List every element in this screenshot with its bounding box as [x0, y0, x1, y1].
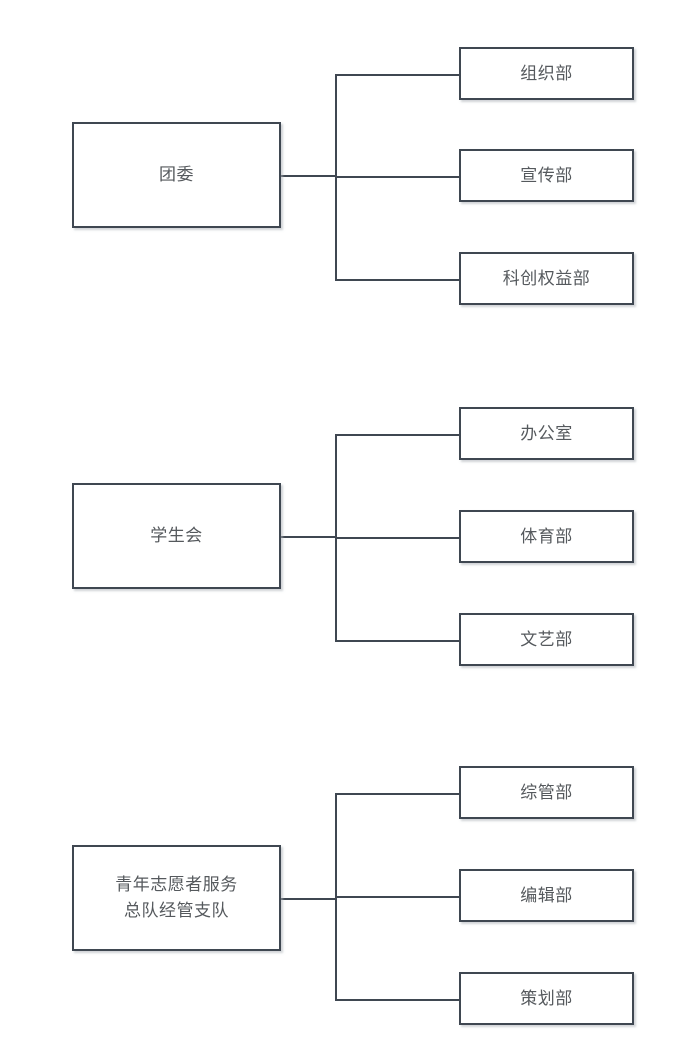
org-node-label: 宣传部 — [520, 165, 573, 186]
org-node-parent[interactable]: 青年志愿者服务 总队经管支队 — [72, 845, 281, 951]
org-node-child[interactable]: 宣传部 — [459, 149, 634, 202]
org-node-label: 综管部 — [520, 782, 573, 803]
org-node-child[interactable]: 组织部 — [459, 47, 634, 100]
connector-branch-1 — [335, 73, 459, 76]
connector-branch-2 — [335, 895, 459, 898]
connector-parent-stub — [281, 175, 337, 177]
connector-parent-stub — [281, 536, 337, 538]
org-node-label: 文艺部 — [520, 629, 573, 650]
connector-branch-1 — [335, 433, 459, 436]
connector-branch-3 — [335, 639, 459, 642]
org-node-label: 办公室 — [520, 423, 573, 444]
connector-branch-1 — [335, 792, 459, 795]
org-node-label: 组织部 — [520, 63, 573, 84]
org-node-label: 青年志愿者服务 总队经管支队 — [115, 875, 238, 921]
org-node-child[interactable]: 策划部 — [459, 972, 634, 1025]
org-node-label: 学生会 — [150, 526, 203, 546]
connector-branch-3 — [335, 998, 459, 1001]
org-node-label: 编辑部 — [520, 885, 573, 906]
connector-parent-stub — [281, 898, 337, 900]
connector-branch-2 — [335, 175, 459, 178]
org-node-label: 团委 — [159, 165, 194, 185]
org-node-label: 策划部 — [520, 988, 573, 1009]
org-node-child[interactable]: 体育部 — [459, 510, 634, 563]
connector-branch-2 — [335, 536, 459, 539]
org-node-child[interactable]: 科创权益部 — [459, 252, 634, 305]
org-node-parent[interactable]: 团委 — [72, 122, 281, 228]
org-node-child[interactable]: 办公室 — [459, 407, 634, 460]
org-node-child[interactable]: 文艺部 — [459, 613, 634, 666]
org-node-child[interactable]: 综管部 — [459, 766, 634, 819]
connector-branch-3 — [335, 278, 459, 281]
org-node-child[interactable]: 编辑部 — [459, 869, 634, 922]
org-node-label: 科创权益部 — [502, 268, 591, 289]
org-node-label: 体育部 — [520, 526, 573, 547]
org-node-parent[interactable]: 学生会 — [72, 483, 281, 589]
